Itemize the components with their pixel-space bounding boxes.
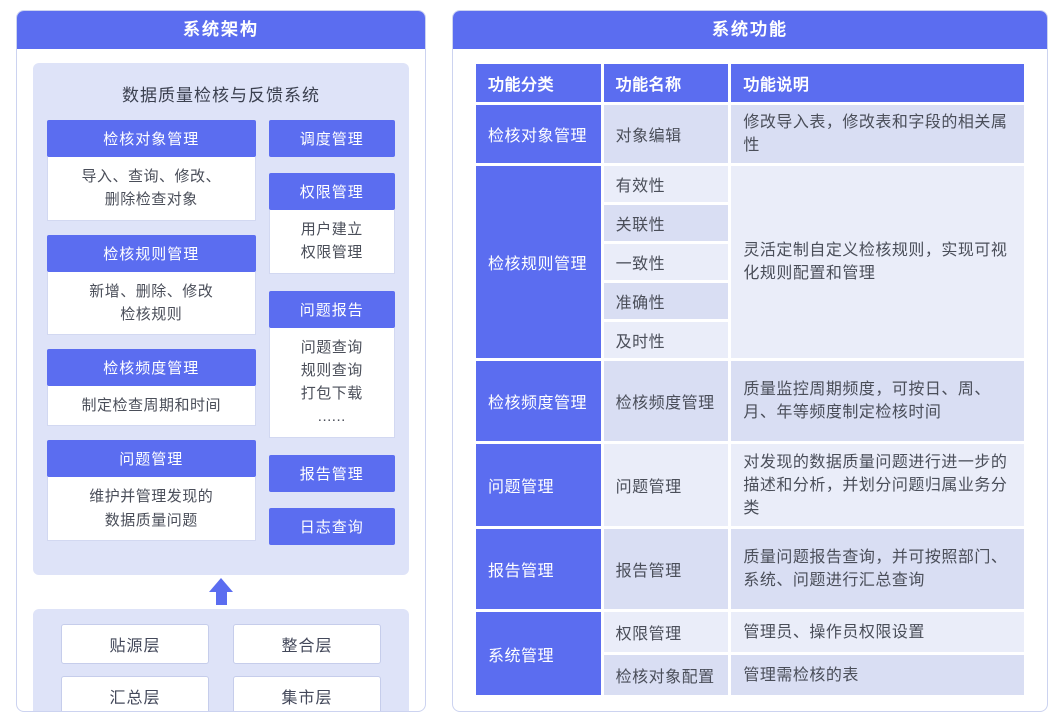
architecture-panel: 系统架构 数据质量检核与反馈系统 检核对象管理 导入、查询、修改、 删除检查对象… bbox=[16, 10, 426, 712]
table-row: 检核规则管理 有效性 灵活定制自定义检核规则，实现可视化规则配置和管理 bbox=[476, 166, 1024, 359]
table-row: 及时性 bbox=[476, 322, 1024, 359]
category-cell: 问题管理 bbox=[476, 444, 601, 527]
module-header: 检核频度管理 bbox=[47, 349, 256, 386]
name-cell: 关联性 bbox=[603, 205, 729, 242]
header-name: 功能名称 bbox=[603, 64, 729, 102]
up-arrow-head bbox=[209, 578, 233, 592]
desc-cell: 管理员、操作员权限设置 bbox=[731, 612, 1024, 653]
layer-summary: 汇总层 bbox=[61, 675, 209, 711]
table-row: 系统管理 权限管理 管理员、操作员权限设置 bbox=[476, 612, 1024, 696]
module-frequency-mgmt: 检核频度管理 制定检查周期和时间 bbox=[47, 349, 256, 427]
module-header: 检核对象管理 bbox=[47, 120, 256, 157]
table-row: 检核频度管理 检核频度管理 质量监控周期频度，可按日、周、月、年等频度制定检核时… bbox=[476, 361, 1024, 442]
name-cell: 有效性 bbox=[603, 166, 729, 203]
name-cell: 检核频度管理 bbox=[603, 361, 729, 442]
data-layers-container: 贴源层 整合层 汇总层 集市层 bbox=[33, 608, 409, 711]
module-body: 维护并管理发现的 数据质量问题 bbox=[47, 477, 256, 541]
table-row: 报告管理 报告管理 质量问题报告查询，并可按照部门、系统、问题进行汇总查询 bbox=[476, 529, 1024, 610]
functions-panel-body: 功能分类 功能名称 功能说明 检核对象管理 对象编辑 修改导入表，修改表和字段的… bbox=[453, 49, 1047, 710]
category-cell: 检核频度管理 bbox=[476, 361, 601, 442]
module-body: 新增、删除、修改 检核规则 bbox=[47, 271, 256, 335]
functions-panel-title: 系统功能 bbox=[453, 11, 1047, 49]
name-cell: 检核对象配置 bbox=[603, 655, 729, 696]
functions-table: 功能分类 功能名称 功能说明 检核对象管理 对象编辑 修改导入表，修改表和字段的… bbox=[473, 61, 1027, 698]
system-container: 数据质量检核与反馈系统 检核对象管理 导入、查询、修改、 删除检查对象 检核规则… bbox=[33, 63, 409, 575]
module-header: 检核规则管理 bbox=[47, 234, 256, 272]
category-cell: 报告管理 bbox=[476, 529, 601, 610]
category-cell: 检核对象管理 bbox=[476, 105, 601, 164]
architecture-panel-title: 系统架构 bbox=[17, 11, 425, 49]
table-row: 问题管理 问题管理 对发现的数据质量问题进行进一步的描述和分析，并划分问题归属业… bbox=[476, 444, 1024, 527]
module-header: 问题管理 bbox=[47, 440, 256, 478]
up-arrow-stem bbox=[215, 592, 227, 605]
module-body: 制定检查周期和时间 bbox=[47, 386, 256, 427]
functions-panel: 系统功能 功能分类 功能名称 功能说明 检核对象管理 对象编辑 修改导入表，修改… bbox=[452, 10, 1048, 712]
name-cell: 对象编辑 bbox=[603, 105, 729, 164]
table-row: 一致性 bbox=[476, 244, 1024, 281]
up-arrow-icon bbox=[33, 575, 409, 609]
name-cell: 及时性 bbox=[603, 322, 729, 359]
table-row: 检核对象配置 管理需检核的表 bbox=[476, 655, 1024, 696]
architecture-panel-body: 数据质量检核与反馈系统 检核对象管理 导入、查询、修改、 删除检查对象 检核规则… bbox=[17, 49, 425, 711]
module-scheduling: 调度管理 bbox=[268, 120, 395, 157]
module-header: 权限管理 bbox=[268, 173, 395, 210]
layer-mart: 集市层 bbox=[233, 675, 381, 711]
module-log-query: 日志查询 bbox=[268, 507, 395, 545]
desc-cell: 质量监控周期频度，可按日、周、月、年等频度制定检核时间 bbox=[731, 361, 1024, 442]
table-header-row: 功能分类 功能名称 功能说明 bbox=[476, 64, 1024, 102]
module-header: 问题报告 bbox=[268, 290, 395, 328]
desc-cell: 修改导入表，修改表和字段的相关属性 bbox=[731, 105, 1024, 164]
module-report-mgmt: 报告管理 bbox=[268, 454, 395, 492]
module-issue-mgmt: 问题管理 维护并管理发现的 数据质量问题 bbox=[47, 440, 256, 541]
module-columns: 检核对象管理 导入、查询、修改、 删除检查对象 检核规则管理 新增、删除、修改 … bbox=[47, 120, 395, 561]
name-cell: 问题管理 bbox=[603, 444, 729, 527]
desc-cell: 管理需检核的表 bbox=[731, 655, 1024, 696]
name-cell: 权限管理 bbox=[603, 612, 729, 653]
module-body: 导入、查询、修改、 删除检查对象 bbox=[47, 157, 256, 221]
header-category: 功能分类 bbox=[476, 64, 601, 102]
layer-integration: 整合层 bbox=[233, 623, 381, 664]
module-body: 问题查询 规则查询 打包下载 ...... bbox=[268, 327, 395, 438]
desc-cell: 对发现的数据质量问题进行进一步的描述和分析，并划分问题归属业务分类 bbox=[731, 444, 1024, 527]
module-body: 用户建立 权限管理 bbox=[268, 210, 395, 274]
name-cell: 准确性 bbox=[603, 283, 729, 320]
module-object-mgmt: 检核对象管理 导入、查询、修改、 删除检查对象 bbox=[47, 120, 256, 221]
name-cell: 报告管理 bbox=[603, 529, 729, 610]
module-issue-report: 问题报告 问题查询 规则查询 打包下载 ...... bbox=[268, 290, 395, 438]
category-cell: 检核规则管理 bbox=[476, 166, 601, 359]
desc-cell: 质量问题报告查询，并可按照部门、系统、问题进行汇总查询 bbox=[731, 529, 1024, 610]
name-cell: 一致性 bbox=[603, 244, 729, 281]
layer-source: 贴源层 bbox=[61, 623, 209, 664]
system-title: 数据质量检核与反馈系统 bbox=[122, 86, 320, 105]
table-row: 准确性 bbox=[476, 283, 1024, 320]
table-row: 关联性 bbox=[476, 205, 1024, 242]
main-module-column: 检核对象管理 导入、查询、修改、 删除检查对象 检核规则管理 新增、删除、修改 … bbox=[47, 120, 256, 561]
table-row: 检核对象管理 对象编辑 修改导入表，修改表和字段的相关属性 bbox=[476, 105, 1024, 164]
category-cell: 系统管理 bbox=[476, 612, 601, 696]
module-permission: 权限管理 用户建立 权限管理 bbox=[268, 173, 395, 274]
desc-cell: 灵活定制自定义检核规则，实现可视化规则配置和管理 bbox=[731, 166, 1024, 359]
module-rule-mgmt: 检核规则管理 新增、删除、修改 检核规则 bbox=[47, 234, 256, 335]
side-module-column: 调度管理 权限管理 用户建立 权限管理 问题报告 问题查询 规则查询 打包下载 … bbox=[268, 120, 395, 561]
header-description: 功能说明 bbox=[731, 64, 1024, 102]
